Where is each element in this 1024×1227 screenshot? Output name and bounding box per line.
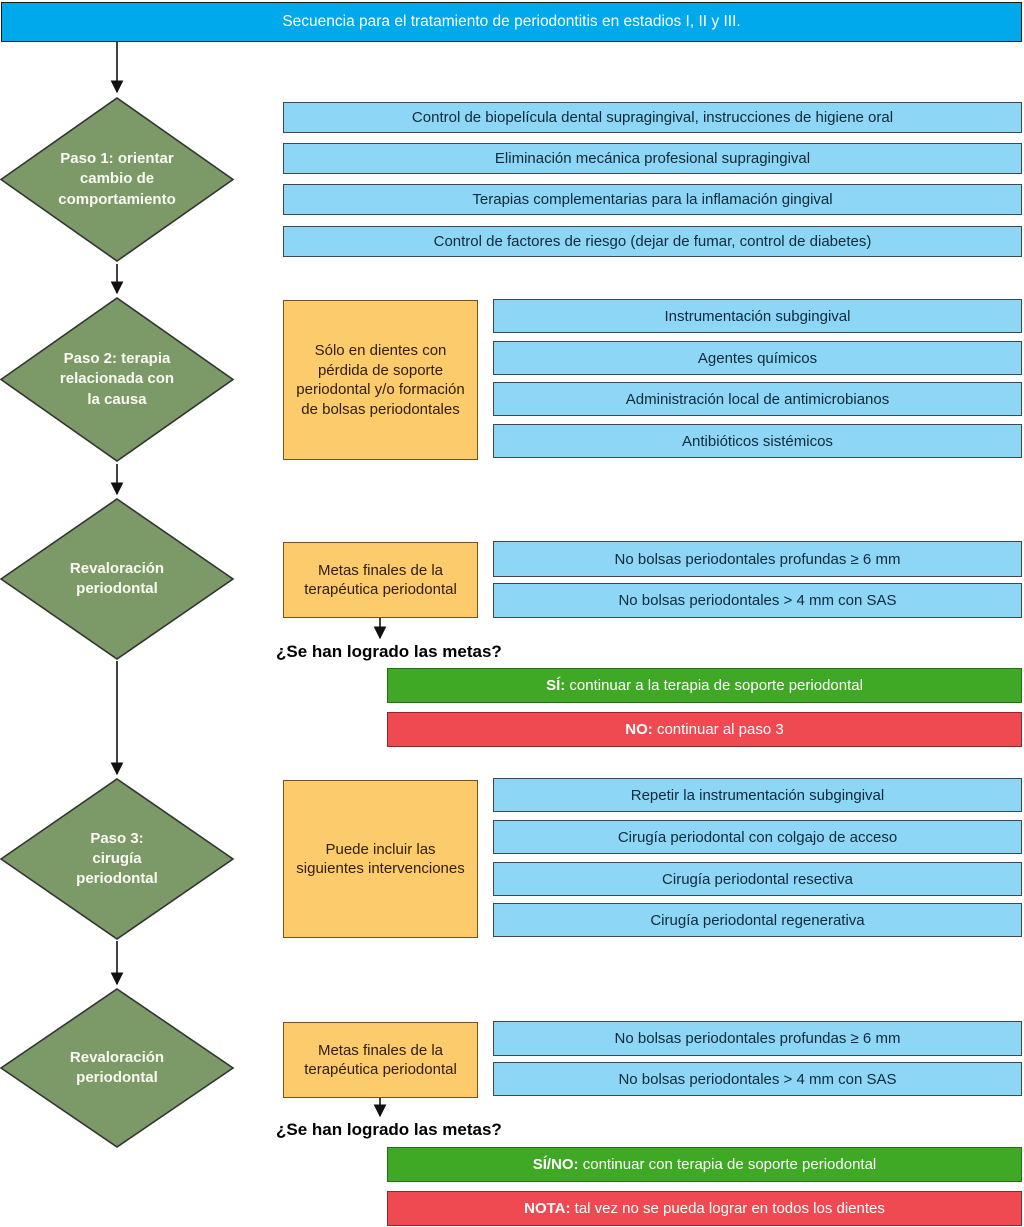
yes-no-bar: SÍ/NO: continuar con terapia de soporte … bbox=[387, 1147, 1022, 1182]
diamond-shape bbox=[0, 297, 235, 462]
treatment-item: Control de factores de riesgo (dejar de … bbox=[283, 226, 1022, 257]
question-text: ¿Se han logrado las metas? bbox=[276, 1120, 502, 1139]
diamond-shape bbox=[0, 988, 235, 1148]
diamond-paso-3: Paso 3: cirugía periodontal bbox=[0, 777, 235, 941]
treatment-item: Antibióticos sistémicos bbox=[493, 424, 1022, 458]
treatment-item: Cirugía periodontal regenerativa bbox=[493, 903, 1022, 937]
treatment-item: Terapias complementarias para la inflama… bbox=[283, 184, 1022, 215]
treatment-item: Eliminación mecánica profesional supragi… bbox=[283, 143, 1022, 174]
no-bar: NO: continuar al paso 3 bbox=[387, 712, 1022, 747]
nota-text: tal vez no se pueda lograr en todos los … bbox=[570, 1200, 885, 1217]
yes-text: continuar a la terapia de soporte period… bbox=[565, 677, 863, 694]
flowchart-title: Secuencia para el tratamiento de periodo… bbox=[282, 13, 741, 30]
diamond-label: Paso 2: terapia relacionada con la causa bbox=[59, 350, 175, 408]
nota-label: NOTA: bbox=[524, 1200, 571, 1217]
diamond-paso-1: Paso 1: orientar cambio de comportamient… bbox=[0, 96, 235, 263]
goal-item: No bolsas periodontales > 4 mm con SAS bbox=[493, 1062, 1022, 1096]
treatment-item: Control de biopelícula dental supragingi… bbox=[283, 102, 1022, 133]
goal-item: No bolsas periodontales profundas ≥ 6 mm bbox=[493, 541, 1022, 577]
question-text: ¿Se han logrado las metas? bbox=[276, 642, 502, 661]
diamond-label: Paso 3: cirugía periodontal bbox=[76, 829, 158, 888]
diamond-revaloracion-1: Revaloración periodontal bbox=[0, 497, 235, 661]
diamond-shape bbox=[0, 498, 235, 660]
yes-no-label: SÍ/NO: bbox=[532, 1156, 579, 1173]
yes-no-text: continuar con terapia de soporte periodo… bbox=[578, 1156, 877, 1173]
goal-item: No bolsas periodontales profundas ≥ 6 mm bbox=[493, 1021, 1022, 1056]
yes-bar: SÍ: continuar a la terapia de soporte pe… bbox=[387, 668, 1022, 703]
nota-bar: NOTA: tal vez no se pueda lograr en todo… bbox=[387, 1191, 1022, 1226]
diamond-shape bbox=[0, 97, 235, 262]
treatment-item: Repetir la instrumentación subgingival bbox=[493, 778, 1022, 812]
diamond-label: Revaloración periodontal bbox=[69, 1048, 165, 1086]
treatment-item: Cirugía periodontal resectiva bbox=[493, 862, 1022, 896]
note-box: Puede incluir las siguientes intervencio… bbox=[283, 780, 478, 938]
note-box: Metas finales de la terapéutica periodon… bbox=[283, 542, 478, 618]
diamond-label: Paso 1: orientar cambio de comportamient… bbox=[58, 150, 176, 208]
note-box: Metas finales de la terapéutica periodon… bbox=[283, 1022, 478, 1098]
diamond-paso-2: Paso 2: terapia relacionada con la causa bbox=[0, 296, 235, 463]
no-label: NO: bbox=[625, 721, 653, 738]
treatment-item: Administración local de antimicrobianos bbox=[493, 382, 1022, 416]
treatment-item: Instrumentación subgingival bbox=[493, 299, 1022, 333]
note-box: Sólo en dientes con pérdida de soporte p… bbox=[283, 300, 478, 460]
flowchart-title-banner: Secuencia para el tratamiento de periodo… bbox=[1, 2, 1022, 42]
yes-label: SÍ: bbox=[546, 677, 566, 694]
treatment-item: Agentes químicos bbox=[493, 341, 1022, 375]
goal-item: No bolsas periodontales > 4 mm con SAS bbox=[493, 583, 1022, 618]
no-text: continuar al paso 3 bbox=[652, 721, 784, 738]
treatment-item: Cirugía periodontal con colgajo de acces… bbox=[493, 820, 1022, 854]
diamond-shape bbox=[0, 778, 235, 940]
diamond-label: Revaloración periodontal bbox=[69, 559, 165, 597]
diamond-revaloracion-2: Revaloración periodontal bbox=[0, 987, 235, 1149]
